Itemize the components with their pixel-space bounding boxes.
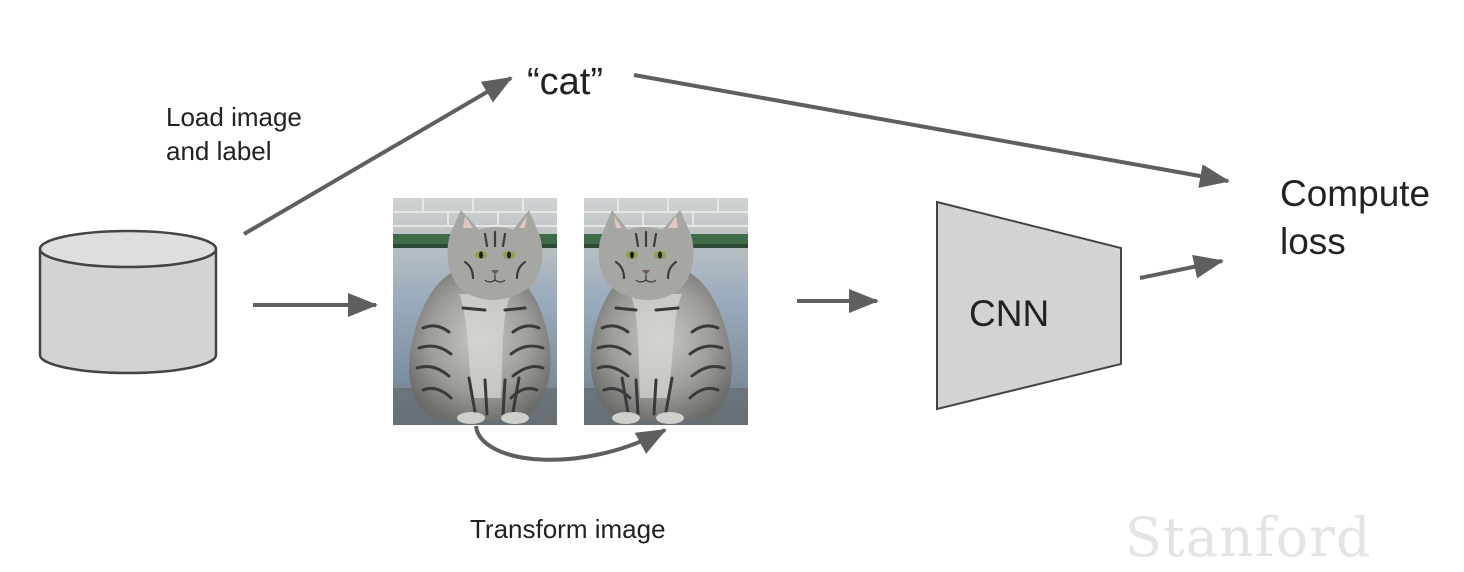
load-image-label-line1: Load image [166,102,302,132]
load-image-label-line2: and label [166,136,272,166]
transform-arrow [474,425,667,462]
label-to-loss-arrow [633,73,1230,188]
cnn-to-loss-arrow [1139,254,1224,280]
compute-loss-label-line2: loss [1280,221,1346,262]
cat-class-label: “cat” [527,61,603,103]
load-image-label: Load image and label [166,100,302,168]
load-arrow [242,76,513,236]
cat-photo-flipped [582,196,750,427]
cat-photo [391,196,559,427]
stanford-watermark: Stanford [1125,506,1372,569]
compute-loss-label-line1: Compute [1280,173,1431,214]
database-icon [38,229,218,375]
transform-image-label: Transform image [470,514,666,544]
cnn-label: CNN [969,293,1050,334]
compute-loss-label: Compute loss [1280,170,1430,266]
cnn-block [936,200,1122,411]
